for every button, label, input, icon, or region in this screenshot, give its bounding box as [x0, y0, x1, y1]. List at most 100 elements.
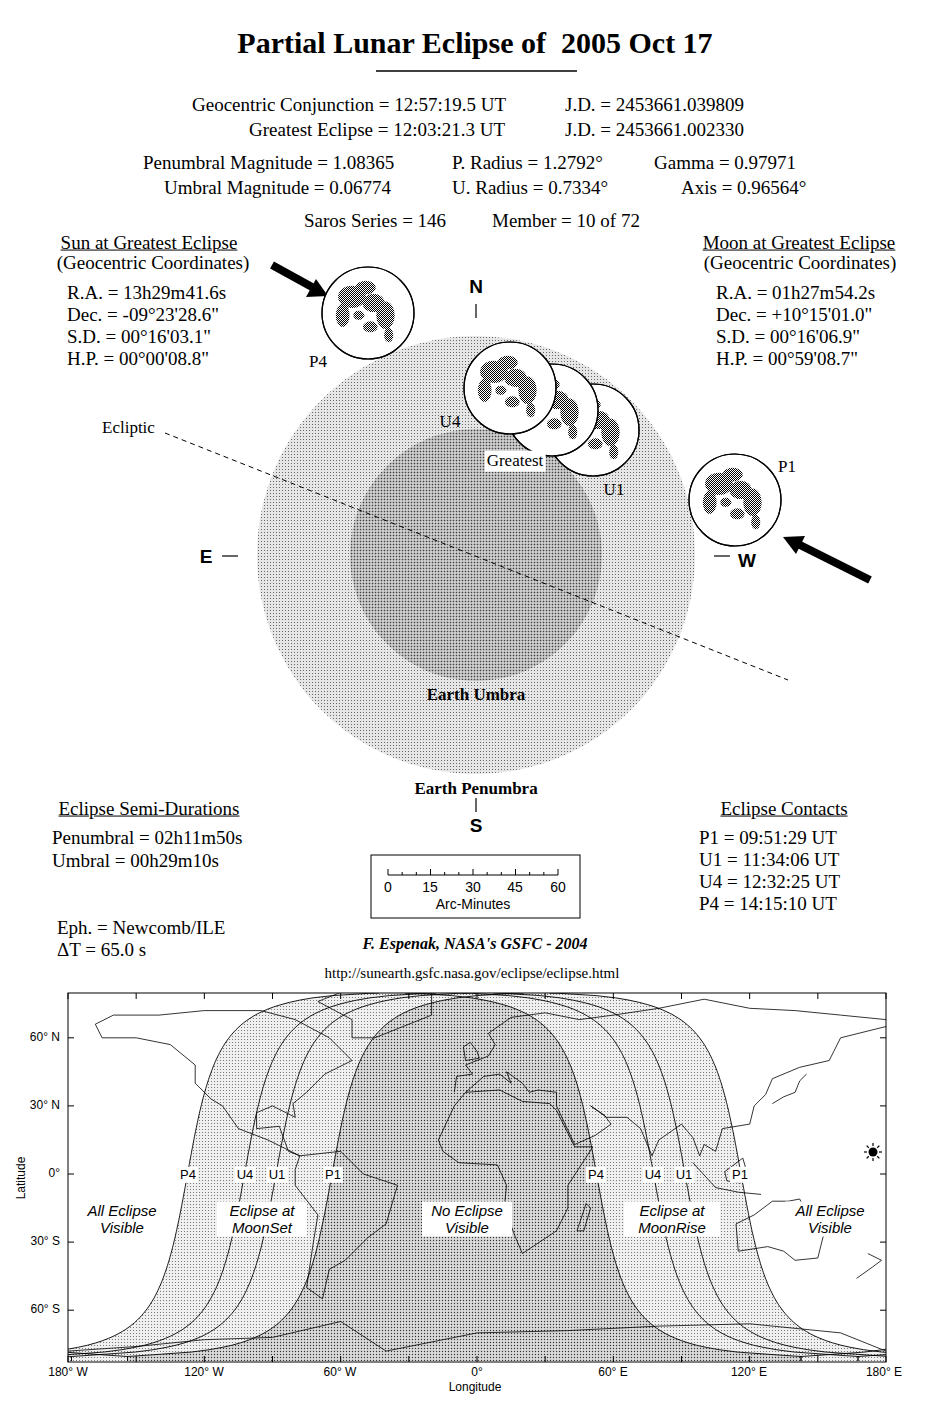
moon-disk: U4 — [464, 342, 556, 434]
label: 30° S — [31, 1235, 60, 1248]
contact-curve — [405, 993, 801, 1361]
map-tick — [545, 1356, 546, 1362]
map-tick — [136, 993, 137, 999]
label: http://sunearth.gsfc.nasa.gov/eclipse/ec… — [325, 965, 620, 982]
contact-curve — [858, 993, 886, 1361]
shape-label: U1 — [604, 481, 625, 500]
map-tick — [408, 1356, 409, 1362]
contact-curve — [494, 993, 887, 1361]
moon-maria — [743, 489, 761, 517]
contact-curve — [68, 993, 128, 1361]
map-tick — [880, 1174, 886, 1175]
contact-curve — [72, 993, 468, 1361]
map-regions — [68, 993, 886, 1361]
label: U1 = 11:34:06 UT — [699, 850, 839, 871]
map-tick — [272, 993, 273, 999]
label: U4 — [235, 1167, 256, 1183]
coastline — [318, 993, 432, 1038]
label: All Eclipse Visible — [77, 1202, 167, 1237]
moon-maria — [563, 403, 591, 425]
scale-tick — [430, 869, 431, 875]
shape-label: U4 — [440, 413, 461, 432]
label: Axis = 0.96564° — [681, 178, 806, 199]
map-tick — [68, 1105, 74, 1106]
moon-outline — [464, 342, 556, 434]
map-tick — [749, 993, 750, 999]
scale-tick — [515, 869, 516, 875]
shape-label: P1 — [778, 458, 796, 477]
label: 60 — [550, 880, 566, 895]
sun-ray — [877, 1146, 879, 1148]
label: Ecliptic — [102, 419, 155, 438]
moon-maria — [537, 408, 548, 417]
map-tick — [613, 993, 614, 999]
label: 120° W — [184, 1366, 223, 1379]
moon-maria — [518, 377, 536, 405]
sun-ray — [877, 1156, 879, 1158]
moon-maria — [356, 281, 376, 295]
label: 15 — [422, 880, 438, 895]
sun-ray — [864, 1151, 867, 1152]
label: Dec. = +10°15'01.0" — [716, 305, 872, 326]
partial-region — [68, 993, 128, 1361]
label: (Geocentric Coordinates) — [57, 253, 250, 274]
scale-tick — [458, 872, 459, 875]
label: Arc-Minutes — [436, 897, 511, 912]
moon-maria — [568, 425, 577, 440]
no-eclipse-region — [128, 998, 802, 1361]
label: P1 — [730, 1167, 750, 1183]
coastline — [95, 1011, 352, 1156]
moon-maria — [581, 398, 601, 412]
moon-maria — [376, 302, 394, 330]
map-tick — [885, 1356, 886, 1362]
label: 60° W — [324, 1366, 357, 1379]
moon-maria — [561, 421, 575, 444]
label: Eclipse Semi-Durations — [59, 799, 240, 820]
label: 30 — [465, 880, 481, 895]
map-tick — [272, 1356, 273, 1362]
moon-maria — [526, 403, 535, 418]
map-tick — [68, 993, 69, 999]
umbra-circle: Earth Umbra — [350, 429, 602, 681]
sun-ray — [867, 1156, 869, 1158]
sun-symbol — [864, 1143, 882, 1161]
label: Penumbral Magnitude = 1.08365 — [143, 153, 394, 174]
scale-tick — [416, 872, 417, 875]
label: Gamma = 0.97971 — [654, 153, 796, 174]
label: W — [738, 551, 756, 572]
moon-picture — [462, 340, 558, 436]
moon-maria — [505, 396, 520, 407]
moon-maria — [336, 304, 350, 327]
label: 60° N — [30, 1031, 60, 1044]
map-tick — [880, 1242, 886, 1243]
label: Moon at Greatest Eclipse — [703, 233, 896, 254]
moon-maria — [601, 419, 619, 447]
label: 120° E — [731, 1366, 767, 1379]
label: J.D. = 2453661.039809 — [565, 95, 744, 116]
label: ΔT = 65.0 s — [57, 940, 146, 961]
map-tick — [204, 993, 205, 999]
label: Eclipse at MoonSet — [217, 1202, 307, 1237]
moon-maria — [560, 399, 578, 427]
label: P1 = 09:51:29 UT — [699, 828, 837, 849]
scale-tick — [501, 872, 502, 875]
coastline — [463, 1042, 479, 1060]
map-tick — [68, 1037, 74, 1038]
label: P4 = 14:15:10 UT — [699, 894, 837, 915]
map-tick — [477, 1356, 478, 1362]
scale-tick — [529, 872, 530, 875]
label: H.P. = 00°59'08.7" — [716, 349, 858, 370]
coastline — [295, 1151, 397, 1299]
coastline — [857, 1254, 882, 1279]
label: Dec. = -09°23'28.6" — [67, 305, 219, 326]
label: Member = 10 of 72 — [492, 211, 640, 232]
map-tick — [545, 993, 546, 999]
moon-outline — [322, 267, 414, 359]
label: S — [470, 816, 483, 837]
map-tick — [68, 1310, 74, 1311]
label: All Eclipse Visible — [785, 1202, 875, 1237]
moon-outline — [506, 364, 598, 456]
moon-maria — [478, 379, 492, 402]
coastline — [454, 999, 886, 1092]
scale-tick — [487, 872, 488, 875]
